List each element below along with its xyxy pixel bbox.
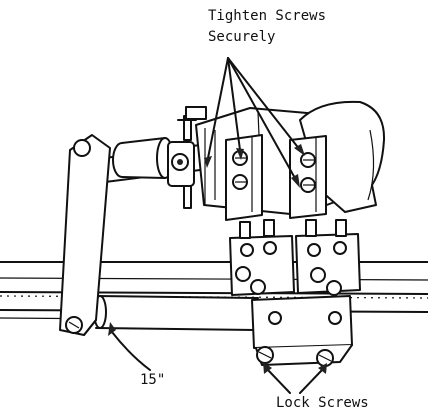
lock-screws-label: Lock Screws [276, 395, 369, 411]
rail-mark-label: 15" [140, 372, 166, 388]
tighten-screws-arrows [204, 57, 305, 188]
carrier-left [229, 219, 295, 296]
adjustment-knob [167, 115, 197, 209]
left-clamp-plate [225, 134, 263, 221]
rider-base [251, 295, 353, 367]
lock-screws-arrows [263, 362, 327, 394]
cross-rod [93, 295, 259, 331]
tighten-screws-label-line2: Securely [208, 29, 276, 45]
carrier-right [295, 219, 361, 296]
tighten-screws-label: Tighten Screws [208, 8, 327, 24]
vertical-arm [59, 134, 111, 336]
eyepiece [112, 137, 174, 179]
rail-mark-arrow [108, 322, 151, 371]
right-clamp-plate [289, 135, 327, 219]
